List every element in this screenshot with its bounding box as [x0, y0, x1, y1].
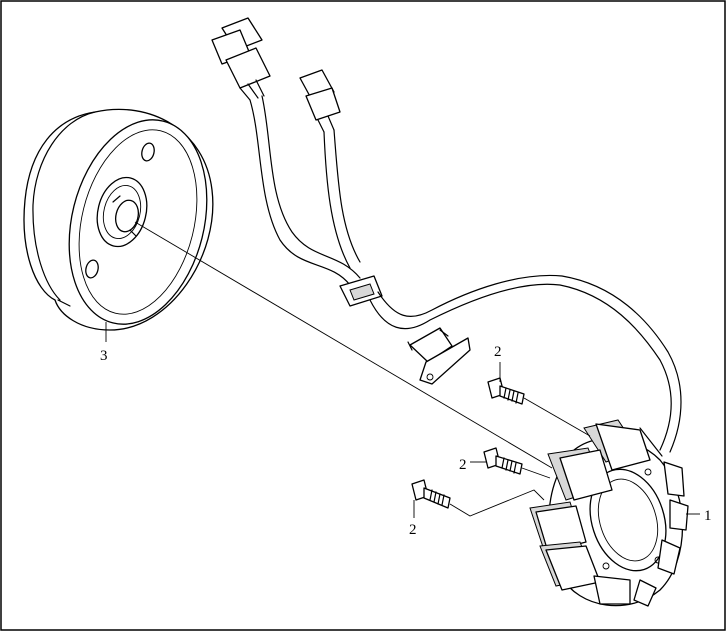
assembly-lines: [105, 221, 700, 518]
stator-assembly: [529, 419, 689, 607]
bolt-top: [487, 377, 525, 405]
callout-3: 3: [100, 348, 108, 364]
callout-2-middle: 2: [459, 457, 467, 473]
wire-harness: [211, 17, 682, 453]
flywheel-rotor: [23, 108, 214, 331]
bolt-lower: [411, 479, 451, 509]
callout-2-lower: 2: [409, 522, 417, 538]
callout-1: 1: [704, 508, 712, 524]
callout-2-top: 2: [494, 344, 502, 360]
bolt-middle: [483, 447, 523, 475]
